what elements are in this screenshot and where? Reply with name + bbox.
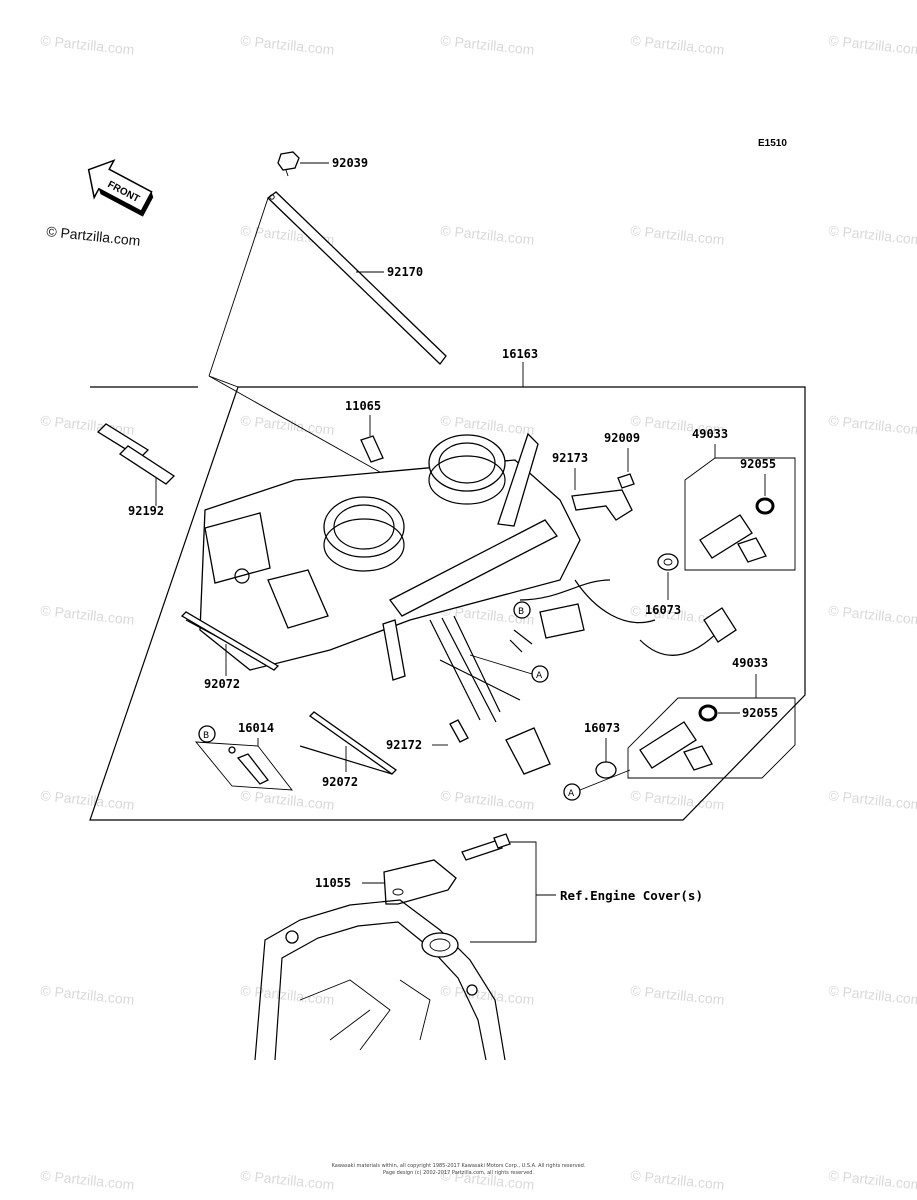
bracket-92173 — [571, 489, 633, 521]
box-49033-bottom — [627, 674, 796, 779]
callout-b-1 — [513, 601, 531, 619]
label-92072-top: 92072 — [204, 677, 240, 691]
watermark-repeat: © Partzilla.com — [240, 412, 335, 438]
ref-bracket — [470, 841, 556, 943]
label-11055: 11055 — [315, 876, 351, 890]
engine-cover-illustration — [254, 899, 506, 1061]
watermark-repeat: © Partzilla.com — [40, 787, 135, 813]
watermark-repeat: © Partzilla.com — [240, 787, 335, 813]
watermark-repeat: © Partzilla.com — [40, 602, 135, 628]
oring-92055-bottom — [698, 704, 718, 722]
label-92072-bottom: 92072 — [322, 775, 358, 789]
hose-92192 — [96, 423, 176, 506]
copyright-line-1: Kawasaki materials within, all copyright… — [331, 1163, 586, 1169]
watermark-repeat: © Partzilla.com — [630, 32, 725, 58]
watermark-repeat: © Partzilla.com — [440, 222, 535, 248]
injector-top — [699, 514, 753, 559]
box-16014 — [194, 741, 293, 791]
label-92173: 92173 — [552, 451, 588, 465]
label-11065: 11065 — [345, 399, 381, 413]
front-arrow-icon: FRONT — [87, 159, 154, 217]
diagram-code: E1510 — [758, 138, 787, 149]
copyright-footer: Kawasaki materials within, all copyright… — [0, 1163, 917, 1177]
box-49033-top — [684, 444, 796, 571]
throttle-body-illustration — [185, 432, 737, 775]
watermark-repeat: © Partzilla.com — [240, 32, 335, 58]
clip-92039 — [277, 151, 329, 177]
label-16073-bottom: 16073 — [584, 721, 620, 735]
label-92192: 92192 — [128, 504, 164, 518]
watermark-repeat: © Partzilla.com — [828, 602, 917, 628]
watermark-repeat: © Partzilla.com — [440, 982, 535, 1008]
callout-a-1-text: A — [536, 671, 543, 681]
watermark-repeat: © Partzilla.com — [828, 982, 917, 1008]
bolt-11055 — [461, 839, 503, 861]
label-16073-top: 16073 — [645, 603, 681, 617]
label-16014: 16014 — [238, 721, 274, 735]
tie-92072-top — [180, 611, 280, 671]
spring-92172 — [449, 719, 469, 743]
seal-16073-top — [657, 553, 679, 571]
watermark-repeat: © Partzilla.com — [240, 982, 335, 1008]
injector-bottom — [639, 721, 697, 769]
label-92055-top: 92055 — [740, 457, 776, 471]
watermark-repeat: © Partzilla.com — [630, 222, 725, 248]
label-16163: 16163 — [502, 347, 538, 361]
watermark-repeat: © Partzilla.com — [828, 787, 917, 813]
label-92009: 92009 — [604, 431, 640, 445]
watermark-main: © Partzilla.com — [46, 223, 141, 249]
copyright-line-2: Page design (c) 2002-2017 Partzilla.com,… — [382, 1170, 535, 1176]
watermark-repeat: © Partzilla.com — [440, 787, 535, 813]
watermark-repeat: © Partzilla.com — [40, 982, 135, 1008]
watermark-repeat: © Partzilla.com — [40, 32, 135, 58]
watermark-repeat: © Partzilla.com — [828, 32, 917, 58]
tie-92072-bottom — [308, 711, 398, 775]
watermark-repeat: © Partzilla.com — [630, 982, 725, 1008]
ref-engine-cover-label: Ref.Engine Cover(s) — [560, 888, 703, 903]
label-92055-bottom: 92055 — [742, 706, 778, 720]
strap-92170 — [266, 191, 447, 365]
label-49033-top: 49033 — [692, 427, 728, 441]
label-92170: 92170 — [387, 265, 423, 279]
watermark-repeat: © Partzilla.com — [828, 412, 917, 438]
oring-92055-top — [755, 497, 775, 515]
screw-92009 — [617, 473, 635, 489]
callout-b-2 — [198, 725, 216, 743]
callout-a-2 — [563, 783, 581, 801]
watermark-layer: © Partzilla.com © Partzilla.com © Partzill… — [40, 32, 917, 1193]
watermark-repeat: © Partzilla.com — [440, 412, 535, 438]
watermark-repeat: © Partzilla.com — [440, 32, 535, 58]
callout-b-1-text: B — [518, 607, 524, 617]
label-49033-bottom: 49033 — [732, 656, 768, 670]
assembly-frame — [89, 197, 806, 821]
callout-a-2-text: A — [568, 789, 575, 799]
callout-b-2-text: B — [203, 731, 209, 741]
cap-11065 — [360, 435, 384, 463]
watermark-repeat: © Partzilla.com — [828, 222, 917, 248]
label-92039: 92039 — [332, 156, 368, 170]
bracket-11055 — [383, 859, 457, 905]
seal-16073-bottom — [595, 761, 617, 779]
label-92172: 92172 — [386, 738, 422, 752]
